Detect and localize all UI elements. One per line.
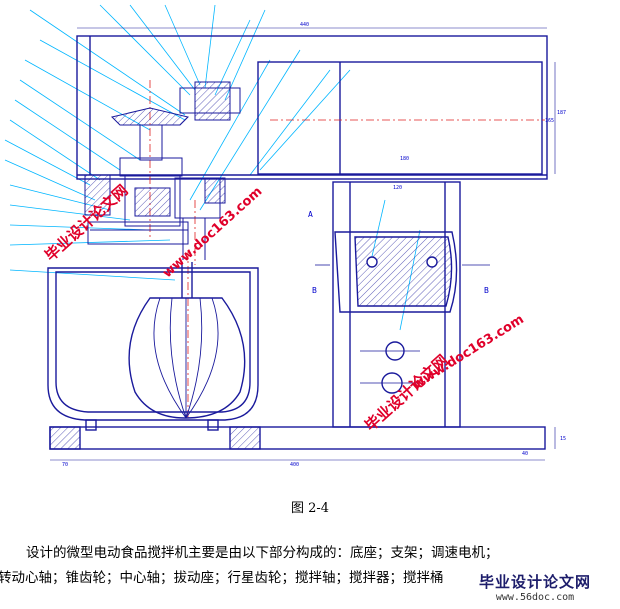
top-housing	[76, 35, 548, 180]
mixing-bowl	[47, 262, 259, 421]
dim-right-height-lower: 165	[545, 118, 555, 124]
footer-logo-title: 毕业设计论文网	[478, 573, 591, 591]
section-mark-b-left: B	[312, 286, 317, 295]
section-mark-a: A	[308, 210, 313, 219]
dim-base-right-height: 15	[560, 436, 567, 442]
footer-logo: 毕业设计论文网 www.56doc.com	[456, 571, 614, 603]
base-plate	[49, 27, 556, 461]
dim-top-total: 440	[300, 22, 310, 28]
footer-logo-url: www.56doc.com	[495, 592, 575, 603]
dim-base-left: 70	[62, 462, 69, 468]
section-mark-b-right: B	[484, 286, 489, 295]
mixer-engineering-drawing: 440 180 187 165 120 70 400 15 40 A B B 毕…	[4, 4, 567, 468]
dim-motor-width: 180	[400, 156, 410, 162]
paragraph-line-1: 设计的微型电动食品搅拌机主要是由以下部分构成的：底座；支架；调速电机；	[26, 545, 499, 561]
gearbox	[84, 81, 241, 260]
paragraph-line-2: 转动心轴；锥齿轮；中心轴；拔动座；行星齿轮；搅拌轴；搅拌器；搅拌桶	[0, 570, 444, 586]
dim-base-mid: 400	[290, 462, 300, 468]
figure-caption: 图 2-4	[290, 501, 330, 516]
center-lines	[149, 80, 545, 420]
drawing-svg	[4, 4, 556, 461]
dim-base-right-width: 40	[522, 451, 529, 457]
dim-mid-width: 120	[393, 185, 403, 191]
dim-right-height: 187	[557, 110, 567, 116]
